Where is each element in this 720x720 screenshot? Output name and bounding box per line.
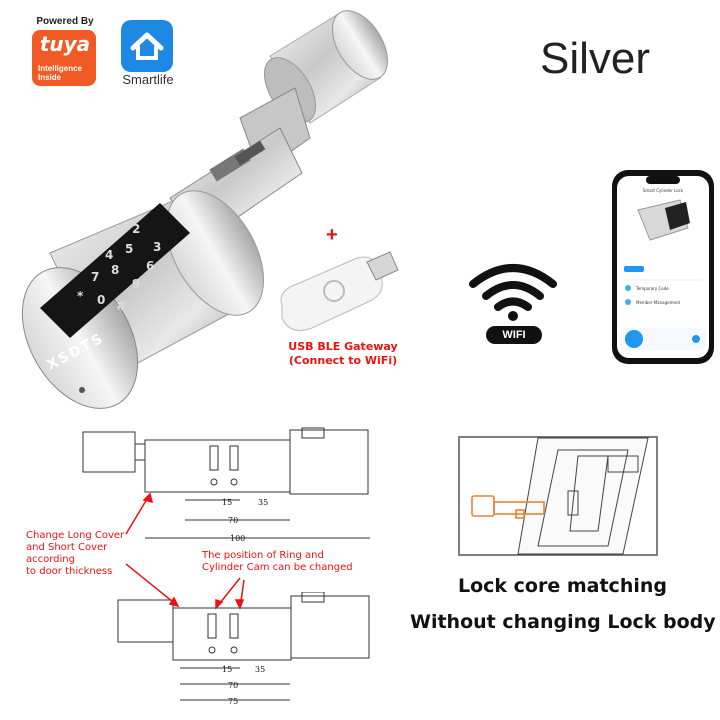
gateway-logo-icon [323, 280, 345, 302]
door-lock-diagram [458, 436, 658, 556]
cylinder-drawing-short: 15 35 70 75 [117, 592, 370, 706]
dim-top-35: 35 [258, 498, 268, 507]
cover-note-line4: to door thickness [26, 566, 113, 577]
phone-row-2[interactable]: Member Management [636, 300, 681, 305]
cover-note-line3: according [26, 554, 75, 565]
smartlife-house-icon [121, 20, 173, 72]
svg-text:5: 5 [125, 242, 133, 256]
svg-text:9: 9 [132, 277, 140, 291]
gateway-label-line1: USB BLE Gateway [288, 340, 398, 353]
caption-lock-core: Lock core matching [458, 575, 667, 597]
phone-row-1[interactable]: Temporary Code [635, 286, 669, 291]
orange-cylinder-icon [471, 495, 545, 519]
svg-text:7: 7 [91, 270, 99, 284]
dim-top-100: 100 [230, 534, 245, 543]
annotation-arrows [125, 492, 245, 610]
svg-text:4: 4 [105, 248, 113, 262]
phone-unlock-button[interactable] [625, 330, 643, 348]
ring-note-line2: Cylinder Cam can be changed [202, 562, 353, 573]
tuya-subtitle: Intelligence Inside [38, 64, 83, 82]
cylinder-drawing-long: 15 35 70 100 [82, 427, 370, 543]
dim-bottom-35: 35 [255, 665, 265, 674]
cover-note-line2: and Short Cover [26, 542, 108, 553]
gateway-label: USB BLE Gateway (Connect to WiFi) [288, 340, 398, 368]
svg-text:0: 0 [97, 293, 105, 307]
svg-text:#: # [116, 299, 126, 313]
tuya-logo: Powered By tuya Intelligence Inside [30, 16, 100, 88]
wifi-label: WIFI [486, 326, 542, 344]
keyhole-icon [79, 387, 85, 393]
dim-top-70: 70 [228, 516, 238, 525]
svg-text:1: 1 [110, 229, 118, 243]
dim-bottom-75: 75 [228, 697, 238, 706]
dim-bottom-70: 70 [228, 681, 238, 690]
wifi-icon [469, 264, 557, 321]
gateway-label-line2: (Connect to WiFi) [288, 354, 398, 367]
ring-note: The position of Ring and Cylinder Cam ca… [202, 550, 353, 574]
tuya-badge: tuya Intelligence Inside [32, 30, 96, 86]
svg-text:*: * [77, 289, 84, 303]
phone-lock-thumbnail [637, 199, 690, 241]
caption-lock-body: Without changing Lock body [410, 611, 716, 633]
svg-text:2: 2 [132, 222, 140, 236]
color-variant-title: Silver [540, 34, 651, 83]
svg-text:3: 3 [153, 240, 161, 254]
phone-app-title: Smart Cylinder Lock [643, 188, 684, 193]
svg-text:8: 8 [111, 263, 119, 277]
dim-top-15: 15 [222, 498, 232, 507]
usb-gateway-image [280, 251, 399, 331]
tuya-word: tuya [39, 32, 91, 56]
svg-text:6: 6 [146, 259, 154, 273]
ring-note-line1: The position of Ring and [202, 550, 324, 561]
tuya-powered-text: Powered By [36, 16, 94, 27]
dim-bottom-15: 15 [222, 665, 232, 674]
smartlife-logo: Smartlife [116, 20, 184, 90]
phone-app-image: Smart Cylinder Lock Temporary Code Membe… [612, 170, 714, 364]
plus-sign: + [326, 224, 338, 246]
smartlife-label: Smartlife [122, 72, 174, 87]
cover-note-line1: Change Long Cover [26, 530, 125, 541]
cover-note: Change Long Cover and Short Cover accord… [26, 530, 124, 578]
